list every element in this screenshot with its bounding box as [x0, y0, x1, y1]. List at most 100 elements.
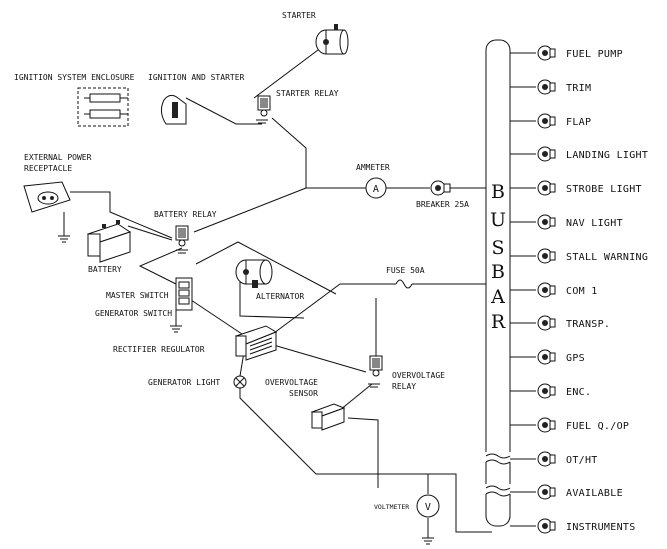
wire-master-regulator: [187, 297, 243, 335]
circuit-breaker-icon: [537, 451, 556, 467]
generator-switch-label: GENERATOR SWITCH: [95, 309, 172, 318]
starter-label: STARTER: [282, 11, 316, 20]
bus-output-item: LANDING LIGHT: [510, 146, 648, 162]
bus-output-item: NAV LIGHT: [510, 214, 623, 230]
overvoltage-sensor-label-1: OVERVOLTAGE: [265, 378, 318, 387]
ground-symbol-starter-relay: [256, 119, 268, 124]
rectifier-regulator-label: RECTIFIER REGULATOR: [113, 345, 205, 354]
circuit-breaker-icon: [537, 248, 556, 264]
breaker-icon: [430, 180, 451, 196]
bus-output-label: ENC.: [566, 387, 591, 398]
ignition-enclosure-icon: [77, 87, 129, 127]
starter-motor-icon: [315, 24, 349, 55]
battery-relay-label: BATTERY RELAY: [154, 210, 217, 219]
ammeter-label: AMMETER: [356, 163, 390, 172]
bus-letter: B: [491, 261, 505, 283]
bus-letter: B: [491, 181, 505, 203]
circuit-breaker-icon: [537, 79, 556, 95]
wire-loop-top: [195, 241, 337, 295]
fuse-label: FUSE 50A: [386, 266, 425, 275]
bus-output-label: FLAP: [566, 117, 591, 128]
ground-symbol-ov-relay: [368, 383, 380, 388]
wire-ignition-relay: [185, 97, 262, 125]
overvoltage-relay-label-2: RELAY: [392, 382, 416, 391]
circuit-breaker-icon: [537, 214, 556, 230]
generator-light-label: GENERATOR LIGHT: [148, 378, 220, 387]
bus-output-label: GPS: [566, 353, 585, 364]
bus-outputs: FUEL PUMP TRIM FLAP LANDING LIGHT STROBE LIG…: [510, 45, 648, 534]
circuit-breaker-icon: [537, 484, 556, 500]
fuse-icon: [395, 279, 413, 289]
bus-output-label: INSTRUMENTS: [566, 522, 636, 533]
wire-relay-starter: [253, 49, 319, 99]
wire-sensor-bottom: [347, 417, 379, 488]
external-power-label-1: EXTERNAL POWER: [24, 153, 92, 162]
master-switch-icon: [175, 277, 193, 311]
ammeter-symbol: A: [373, 184, 379, 195]
overvoltage-sensor-label-2: SENSOR: [289, 389, 318, 398]
wire-ext-power: [70, 191, 173, 239]
circuit-breaker-icon: [537, 383, 556, 399]
bus-output-item: STALL WARNING: [510, 248, 648, 264]
wiring: [63, 49, 492, 538]
ignition-switch-icon: [160, 94, 187, 125]
rectifier-regulator-icon: [234, 325, 278, 361]
bus-output-label: STROBE LIGHT: [566, 184, 642, 195]
circuit-breaker-icon: [537, 146, 556, 162]
bus-output-item: GPS: [510, 349, 585, 365]
bus-output-item: TRIM: [510, 79, 591, 95]
circuit-breaker-icon: [537, 282, 556, 298]
wire-relay-junction: [271, 117, 307, 188]
voltmeter-symbol: V: [425, 502, 431, 513]
ammeter-icon: A: [365, 177, 387, 199]
ignition-starter-label: IGNITION AND STARTER: [148, 73, 245, 82]
ground-symbol-voltmeter: [422, 537, 434, 545]
voltmeter-label: VOLTMETER: [374, 503, 409, 511]
bus-output-label: LANDING LIGHT: [566, 150, 648, 161]
circuit-breaker-icon: [537, 417, 556, 433]
wire-light-bottom: [239, 388, 492, 533]
bus-output-label: TRIM: [566, 83, 591, 94]
alternator-label: ALTERNATOR: [256, 292, 304, 301]
starter-relay-label: STARTER RELAY: [276, 89, 339, 98]
ignition-enclosure-label: IGNITION SYSTEM ENCLOSURE: [14, 73, 135, 82]
wire-alt-loop: [239, 282, 305, 319]
bus-output-item: OT/HT: [510, 451, 598, 467]
wire-regulator-fuse: [269, 283, 396, 337]
voltmeter-icon: V: [416, 494, 440, 518]
wire-battery-relay: [127, 225, 173, 241]
bus-output-label: OT/HT: [566, 455, 598, 466]
circuit-breaker-icon: [537, 180, 556, 196]
starter-relay-icon: [257, 95, 271, 117]
bus-output-item: INSTRUMENTS: [510, 518, 636, 534]
ground-symbol-battery-relay: [176, 249, 188, 254]
ground-symbols: [58, 119, 434, 545]
bus-output-item: FUEL PUMP: [510, 45, 623, 61]
component-labels: STARTER IGNITION SYSTEM ENCLOSURE IGNITI…: [14, 11, 469, 511]
bus-letter: U: [490, 209, 506, 231]
master-switch-label: MASTER SWITCH: [106, 291, 169, 300]
bus-output-label: NAV LIGHT: [566, 218, 623, 229]
overvoltage-relay-label-1: OVERVOLTAGE: [392, 371, 445, 380]
bus-output-label: STALL WARNING: [566, 252, 648, 263]
overvoltage-sensor-icon: [310, 403, 346, 431]
bus-output-label: COM 1: [566, 286, 598, 297]
bus-output-item: COM 1: [510, 282, 598, 298]
bus-letter: S: [491, 237, 504, 259]
ground-symbol-ext: [58, 235, 70, 243]
wire-regulator-ov-relay: [269, 343, 367, 373]
bus-output-item: AVAILABLE: [510, 484, 623, 500]
bus-output-item: FLAP: [510, 113, 591, 129]
battery-icon: [86, 220, 132, 263]
alternator-icon: [235, 259, 273, 288]
bus-output-item: STROBE LIGHT: [510, 180, 642, 196]
bus-letter: R: [491, 311, 506, 333]
bus-output-label: FUEL Q./OP: [566, 421, 629, 432]
circuit-breaker-icon: [537, 113, 556, 129]
bus-output-label: TRANSP.: [566, 319, 610, 330]
battery-relay-icon: [175, 225, 189, 247]
